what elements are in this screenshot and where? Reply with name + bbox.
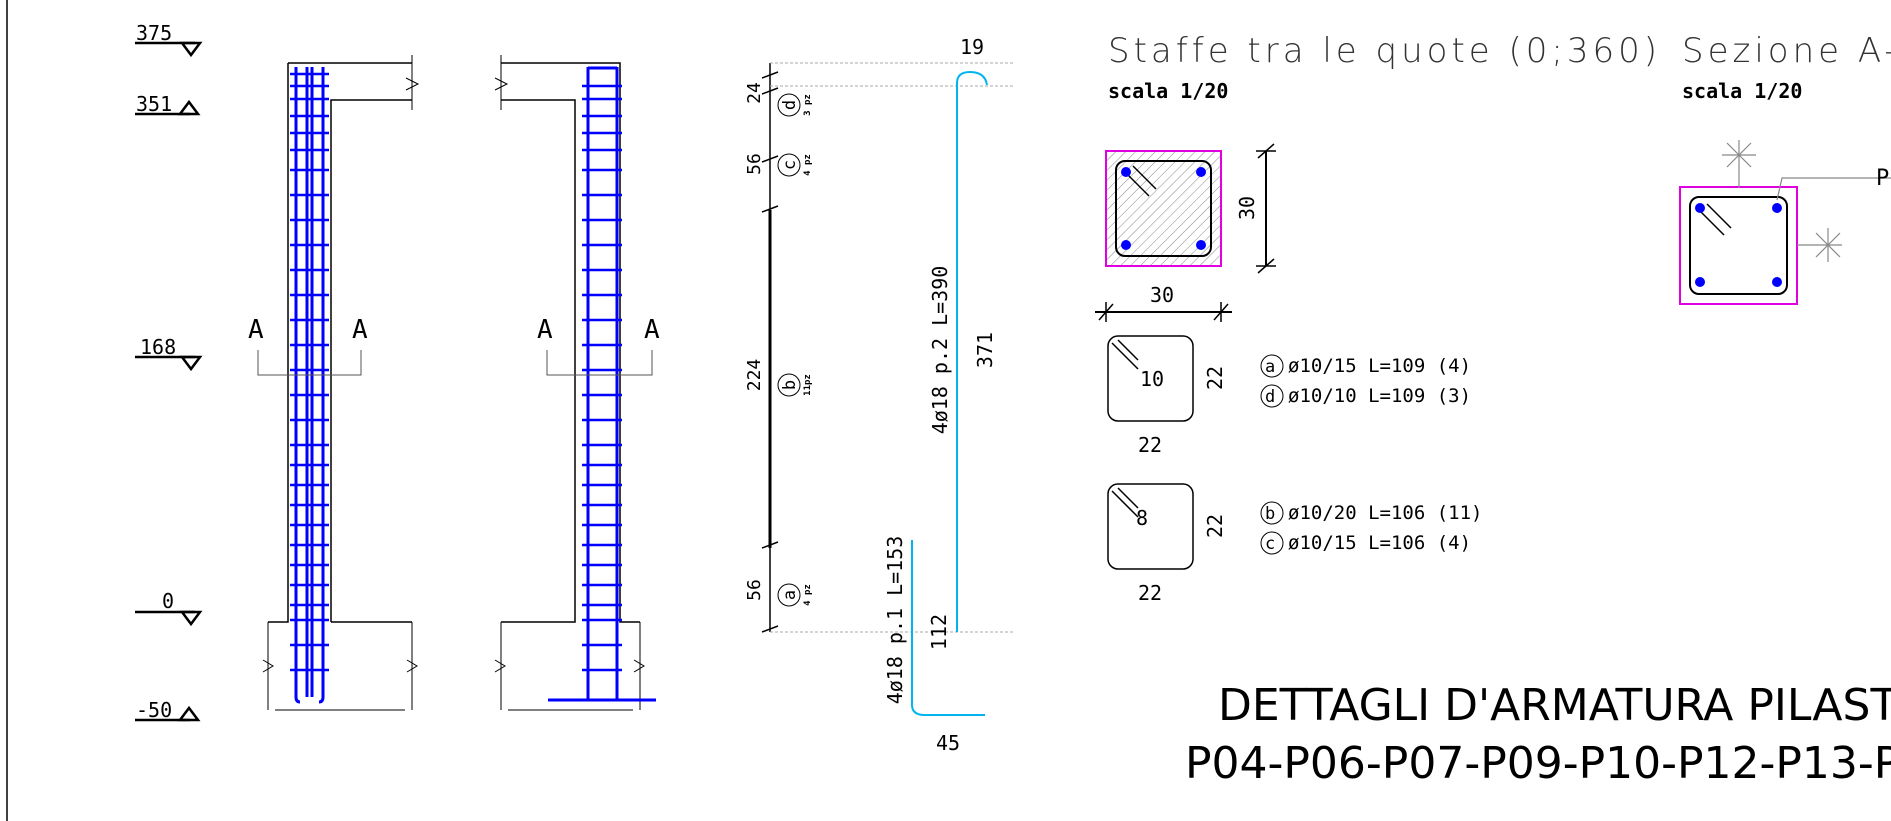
svg-text:d: d [780, 100, 800, 110]
svg-text:8: 8 [1136, 506, 1148, 530]
svg-text:351: 351 [136, 92, 172, 116]
svg-text:A: A [644, 315, 660, 345]
svg-text:4ø18 p.2 L=390: 4ø18 p.2 L=390 [928, 266, 952, 435]
section-mark-a-a-1: A A [248, 315, 368, 376]
svg-text:Sezione A-A: Sezione A-A [1682, 31, 1891, 71]
svg-text:ø10/10 L=109 (3): ø10/10 L=109 (3) [1288, 385, 1471, 407]
svg-text:ø10/15 L=109 (4): ø10/15 L=109 (4) [1288, 355, 1471, 377]
svg-text:11pz: 11pz [803, 374, 813, 396]
svg-text:56: 56 [744, 153, 765, 175]
svg-text:A: A [248, 315, 264, 345]
svg-text:22: 22 [1138, 433, 1162, 457]
svg-text:22: 22 [1138, 581, 1162, 605]
stirrup-shape-2: 8 22 22 b ø10/20 L=106 (11) c ø10/15 L=1… [1107, 483, 1482, 605]
section-mark-a-a-2: A A [537, 315, 660, 376]
svg-text:a: a [1265, 357, 1275, 377]
svg-text:a: a [780, 590, 800, 600]
svg-text:0: 0 [162, 589, 174, 613]
svg-text:24: 24 [744, 82, 765, 104]
elevation-0: 0 [135, 589, 203, 627]
svg-text:c: c [1265, 534, 1275, 554]
zone-d-bubble: d 3 pz [777, 93, 813, 117]
section-a-a-view: Sezione A-A scala 1/20 P [1679, 31, 1891, 305]
stirrups-view: Staffe tra le quote (0;360) scala 1/20 3… [1095, 31, 1661, 322]
svg-text:b: b [1265, 504, 1275, 524]
svg-text:371: 371 [973, 332, 997, 368]
elevation-168: 168 [135, 335, 203, 372]
svg-text:Staffe tra le quote (0;360): Staffe tra le quote (0;360) [1108, 31, 1661, 71]
svg-text:ø10/15 L=106 (4): ø10/15 L=106 (4) [1288, 532, 1471, 554]
svg-text:scala 1/20: scala 1/20 [1108, 79, 1228, 103]
svg-text:19: 19 [960, 35, 984, 59]
stirrup-zone-dimension-chain: 24 56 224 56 d 3 pz c 4 pz b 11pz a 4 pz [744, 62, 1014, 633]
elevation-minus-50: -50 [135, 698, 201, 722]
svg-text:30: 30 [1150, 283, 1174, 307]
svg-text:224: 224 [744, 359, 765, 392]
svg-text:22: 22 [1203, 366, 1227, 390]
svg-text:375: 375 [136, 21, 172, 45]
elevation-markers: 375 351 168 0 -50 [135, 21, 203, 722]
svg-text:b: b [780, 380, 800, 390]
elevation-375: 375 [135, 21, 203, 58]
svg-text:45: 45 [936, 731, 960, 755]
svg-text:56: 56 [744, 579, 765, 601]
svg-text:112: 112 [927, 614, 951, 650]
svg-text:c: c [780, 160, 800, 170]
svg-text:10: 10 [1140, 367, 1164, 391]
bar-p2-shape: 19 4ø18 p.2 L=390 371 [928, 35, 997, 632]
svg-text:DETTAGLI D'ARMATURA PILASTI: DETTAGLI D'ARMATURA PILASTI [1218, 680, 1891, 731]
column-elevation-1: A A [248, 55, 420, 711]
stirrup-shape-1: 10 22 22 a ø10/15 L=109 (4) d ø10/10 L=1… [1107, 335, 1471, 457]
svg-text:4 pz: 4 pz [803, 584, 813, 606]
svg-text:168: 168 [140, 335, 176, 359]
bar-p1-shape: 4ø18 p.1 L=153 112 45 [883, 536, 985, 755]
svg-text:-50: -50 [136, 698, 172, 722]
svg-text:30: 30 [1235, 196, 1259, 220]
svg-text:A: A [352, 315, 368, 345]
column-elevation-2: A A [494, 55, 660, 711]
drawing-title-block: DETTAGLI D'ARMATURA PILASTI P04-P06-P07-… [1185, 680, 1891, 789]
svg-text:P: P [1876, 166, 1889, 191]
svg-text:scala 1/20: scala 1/20 [1682, 79, 1802, 103]
svg-text:ø10/20 L=106 (11): ø10/20 L=106 (11) [1288, 502, 1482, 524]
svg-text:3 pz: 3 pz [803, 94, 813, 116]
stirrups-elevation-1 [290, 72, 329, 672]
svg-text:22: 22 [1203, 514, 1227, 538]
svg-text:4 pz: 4 pz [803, 154, 813, 176]
zone-c-bubble: c 4 pz [777, 153, 813, 177]
zone-b-bubble: b 11pz [777, 373, 813, 397]
elevation-351: 351 [135, 92, 201, 116]
svg-text:P04-P06-P07-P09-P10-P12-P13-P1: P04-P06-P07-P09-P10-P12-P13-P1 [1185, 738, 1891, 789]
zone-a-bubble: a 4 pz [777, 583, 813, 607]
svg-text:4ø18 p.1 L=153: 4ø18 p.1 L=153 [883, 536, 907, 705]
svg-text:A: A [537, 315, 553, 345]
stirrups-elevation-2 [582, 84, 622, 672]
svg-text:d: d [1265, 387, 1275, 407]
